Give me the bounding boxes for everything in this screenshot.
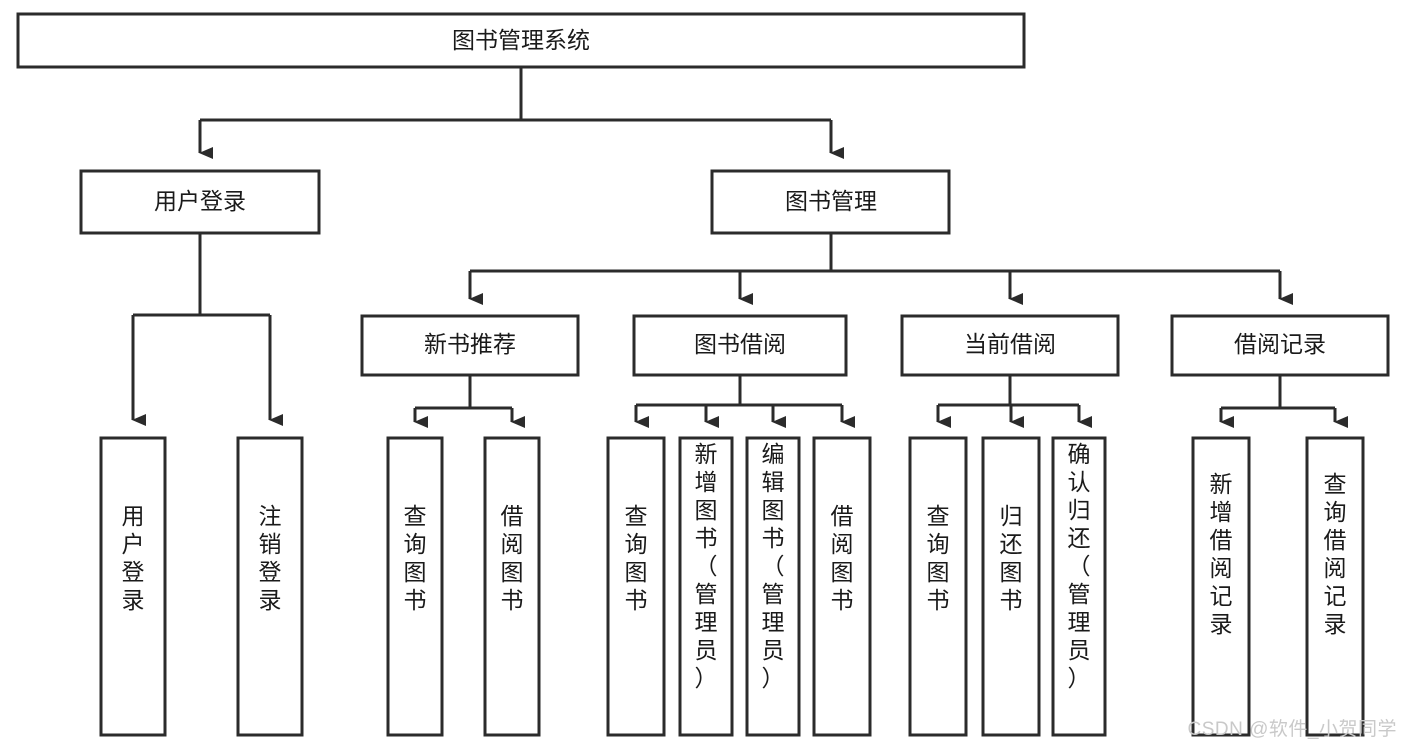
leaf-add-book-admin[interactable]: 新增图书（管理员） (678, 436, 734, 737)
node-new-book-recommend-label: 新书推荐 (424, 331, 516, 357)
node-book-borrow-box (632, 314, 848, 377)
node-book-borrow-label: 图书借阅 (694, 331, 786, 357)
node-book-management-label: 图书管理 (785, 188, 877, 214)
leaf-edit-book-admin[interactable]: 编辑图书（管理员） (745, 436, 801, 737)
leaf-logout-box (236, 436, 304, 737)
leaf-edit-book-admin-label: 编辑图书（管理员） (762, 441, 785, 691)
leaf-add-book-admin-label: 新增图书（管理员） (695, 441, 718, 691)
leaf-logout[interactable]: 注销登录 (236, 436, 304, 737)
leaf-add-borrow-record[interactable]: 新增借阅记录 (1191, 436, 1251, 737)
leaf-return-book-box (981, 436, 1041, 737)
leaf-user-login-label: 用户登录 (122, 503, 145, 613)
node-user-login-label: 用户登录 (154, 188, 246, 214)
node-current-borrow-box (900, 314, 1120, 377)
leaf-query-book-borrow[interactable]: 查询图书 (606, 436, 666, 737)
leaf-query-book-borrow-label: 查询图书 (625, 503, 648, 613)
leaf-confirm-return-admin-label: 确认归还（管理员） (1068, 441, 1091, 691)
leaf-query-book-newbook-box (386, 436, 444, 737)
node-borrow-records[interactable]: 借阅记录 (1170, 314, 1390, 377)
leaf-add-book-admin-box (678, 436, 734, 737)
leaf-user-login[interactable]: 用户登录 (99, 436, 167, 737)
leaf-borrow-book-newbook-label: 借阅图书 (501, 503, 524, 613)
leaf-borrow-book-newbook[interactable]: 借阅图书 (483, 436, 541, 737)
leaf-edit-book-admin-box (745, 436, 801, 737)
leaf-borrow-book-label: 借阅图书 (831, 503, 854, 613)
leaf-query-book-current[interactable]: 查询图书 (908, 436, 968, 737)
node-root-label: 图书管理系统 (452, 27, 590, 53)
connector-layer (131, 67, 1348, 428)
leaf-query-book-current-label: 查询图书 (927, 503, 950, 613)
leaf-query-borrow-record-box (1305, 436, 1365, 737)
leaf-query-book-borrow-box (606, 436, 666, 737)
node-current-borrow-label: 当前借阅 (964, 331, 1056, 357)
leaf-user-login-box (99, 436, 167, 737)
leaf-query-borrow-record-label: 查询借阅记录 (1324, 471, 1347, 637)
leaf-confirm-return-admin-box (1051, 436, 1107, 737)
leaf-query-borrow-record[interactable]: 查询借阅记录 (1305, 436, 1365, 737)
leaf-query-book-newbook[interactable]: 查询图书 (386, 436, 444, 737)
leaf-add-borrow-record-label: 新增借阅记录 (1210, 471, 1233, 637)
leaf-return-book-label: 归还图书 (1000, 503, 1023, 613)
node-root-box (16, 12, 1026, 69)
leaf-borrow-book-box (812, 436, 872, 737)
node-new-book-recommend-box (360, 314, 580, 377)
node-borrow-records-box (1170, 314, 1390, 377)
node-new-book-recommend[interactable]: 新书推荐 (360, 314, 580, 377)
node-book-borrow[interactable]: 图书借阅 (632, 314, 848, 377)
leaf-borrow-book[interactable]: 借阅图书 (812, 436, 872, 737)
leaf-add-borrow-record-box (1191, 436, 1251, 737)
leaf-logout-label: 注销登录 (259, 503, 282, 613)
node-root-system[interactable]: 图书管理系统 (16, 12, 1026, 69)
leaf-query-book-newbook-label: 查询图书 (404, 503, 427, 613)
leaf-confirm-return-admin[interactable]: 确认归还（管理员） (1051, 436, 1107, 737)
node-user-login[interactable]: 用户登录 (79, 169, 321, 235)
node-borrow-records-label: 借阅记录 (1234, 331, 1326, 357)
leaf-return-book[interactable]: 归还图书 (981, 436, 1041, 737)
node-book-management[interactable]: 图书管理 (710, 169, 951, 235)
node-current-borrow[interactable]: 当前借阅 (900, 314, 1120, 377)
leaf-query-book-current-box (908, 436, 968, 737)
node-user-login-box (79, 169, 321, 235)
node-book-management-box (710, 169, 951, 235)
leaf-borrow-book-newbook-box (483, 436, 541, 737)
